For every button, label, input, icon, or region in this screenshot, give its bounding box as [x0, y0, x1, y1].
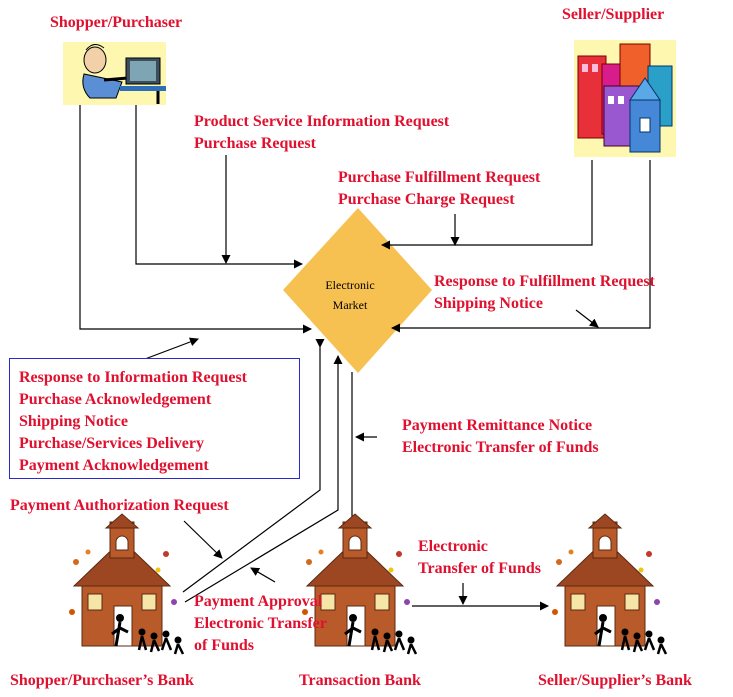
shopper-bank-label: Shopper/Purchaser’s Bank	[10, 672, 194, 689]
person-at-computer-icon	[63, 42, 166, 105]
market-label-line2: Market	[332, 298, 368, 312]
label-approval-2: Electronic Transfer	[194, 615, 327, 632]
label-transfer-2: Transfer of Funds	[418, 560, 541, 577]
label-transfer-1: Electronic	[418, 538, 488, 555]
label-fulfillment-2: Purchase Charge Request	[338, 191, 515, 208]
market-label-line1: Electronic	[325, 278, 375, 292]
label-fulfillment-1: Purchase Fulfillment Request	[338, 169, 541, 186]
shopper-response-box: Response to Information Request Purchase…	[9, 358, 300, 479]
label-payment-auth: Payment Authorization Request	[10, 497, 229, 514]
seller-title: Seller/Supplier	[562, 6, 665, 23]
box-line-3: Shipping Notice	[19, 413, 128, 430]
box-line-4: Purchase/Services Delivery	[19, 435, 204, 452]
shopper-title: Shopper/Purchaser	[50, 14, 183, 31]
label-approval-3: of Funds	[194, 637, 255, 654]
label-response-fulfillment-2: Shipping Notice	[434, 295, 543, 312]
market-label: Electronic Market	[300, 275, 400, 315]
label-product-info-1: Product Service Information Request	[194, 113, 450, 130]
label-remittance-1: Payment Remittance Notice	[402, 417, 593, 434]
box-line-2: Purchase Acknowledgement	[19, 391, 212, 408]
box-line-1: Response to Information Request	[19, 369, 247, 386]
seller-bank-label: Seller/Supplier’s Bank	[538, 672, 692, 689]
transaction-bank-label: Transaction Bank	[299, 672, 421, 689]
label-product-info-2: Purchase Request	[194, 135, 316, 152]
office-buildings-icon	[574, 40, 676, 157]
label-approval-1: Payment Approval	[194, 593, 323, 610]
seller-bank-icon	[550, 512, 668, 656]
label-response-fulfillment-1: Response to Fulfillment Request	[434, 273, 655, 290]
shopper-bank-icon	[67, 512, 185, 656]
label-remittance-2: Electronic Transfer of Funds	[402, 439, 599, 456]
box-line-5: Payment Acknowledgement	[19, 457, 209, 474]
